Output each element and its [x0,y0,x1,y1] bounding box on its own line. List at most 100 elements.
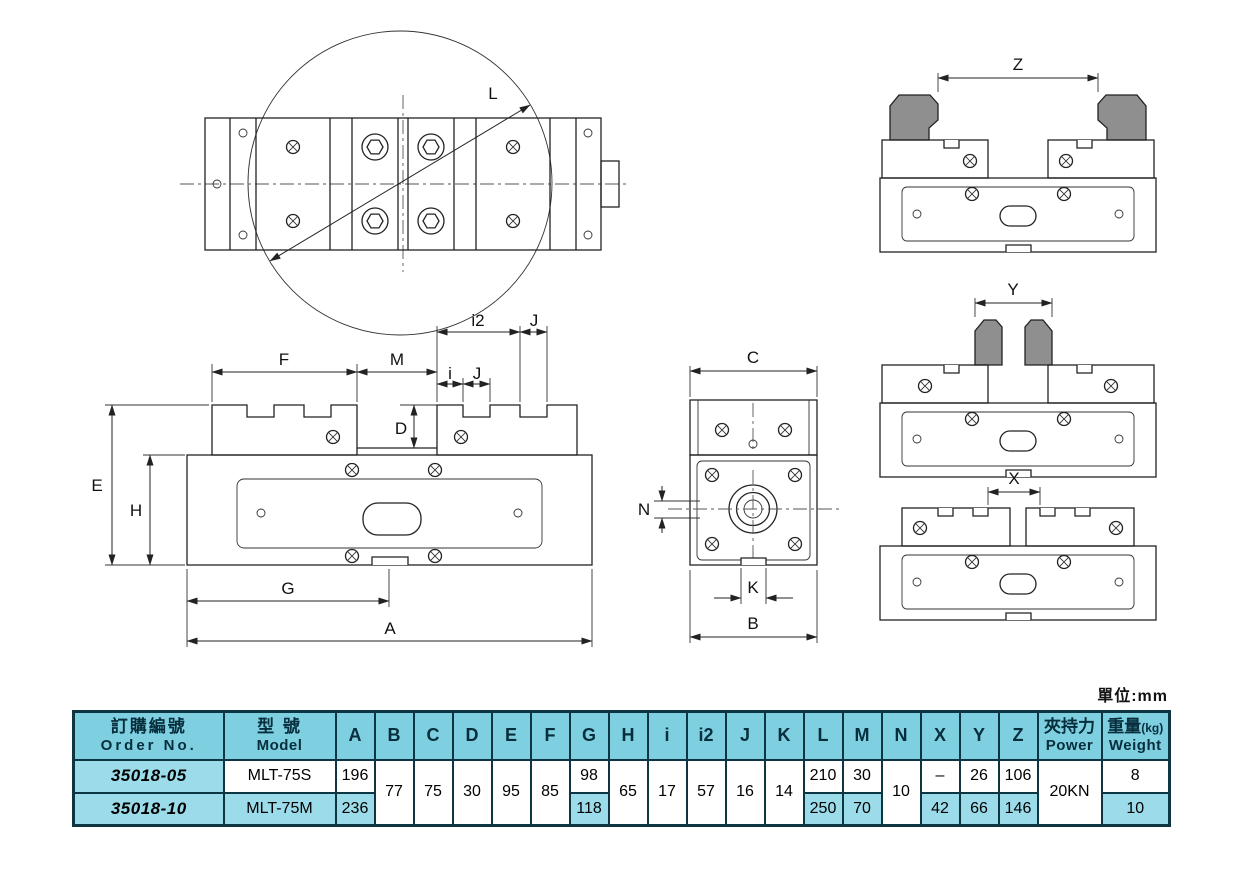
table-row-mlt-75m: 35018-10 MLT-75M 236 118 250 70 42 66 14… [72,791,1171,827]
header-row: 訂購編號 Order No. 型 號 Model A B C D E F G H… [72,710,1171,761]
cross-screw [704,536,720,552]
dim-label-k: K [747,578,759,597]
weight-cell: 10 [1100,791,1171,827]
spec-cell: 85 [529,758,571,827]
col-header-l: L [802,710,844,761]
cross-screw [964,186,980,202]
col-header-e: E [490,710,532,761]
base-pocket [901,411,1135,467]
side-view-closed-x: X [879,469,1157,621]
cross-screw [964,411,980,427]
base-pocket [901,554,1135,610]
cross-screw [453,429,469,445]
col-header-n: N [880,710,922,761]
small-hole [1114,434,1124,444]
cross-screw [1056,554,1072,570]
center-slot [999,573,1037,595]
spec-cell: 42 [919,791,961,827]
bottom-key-slot [371,556,409,565]
col-header-y: Y [958,710,1000,761]
model-cell: MLT-75M [222,791,337,827]
spec-cell: 106 [997,758,1039,794]
spec-cell: 146 [997,791,1039,827]
center-slot [362,502,422,536]
spindle-end [600,160,620,208]
small-hole [1114,577,1124,587]
spec-cell: 250 [802,791,844,827]
col-header-x: X [919,710,961,761]
base-pocket [901,186,1135,242]
small-hole [238,230,248,240]
spec-cell: 14 [763,758,805,827]
cross-screw [962,153,978,169]
spec-cell: – [919,758,961,794]
order-no-cell: 35018-10 [72,791,225,827]
technical-drawing: L [91,30,1157,647]
col-header-j: J [724,710,766,761]
gripper-jaw-right [1097,94,1147,141]
cross-screw [777,422,793,438]
dim-label-i2: i2 [471,311,484,330]
small-hole [1114,209,1124,219]
dim-label-f: F [279,350,289,369]
spec-cell: 95 [490,758,532,827]
cross-screw [1056,411,1072,427]
spec-cell: 118 [568,791,610,827]
cross-screw [1103,378,1119,394]
hex-socket-screw [361,133,389,161]
cross-screw [344,548,360,564]
gripper-jaw-left [889,94,939,141]
gripper-jaw-right [1024,319,1053,366]
cross-screw [505,139,521,155]
dim-label-m: M [390,350,404,369]
side-view-open-z: Z [879,55,1157,253]
small-hole [513,508,523,518]
spec-cell: 98 [568,758,610,794]
col-header-m: M [841,710,883,761]
hex-socket-screw [361,207,389,235]
col-header-d: D [451,710,493,761]
dim-label-j-inner: J [473,364,482,383]
model-cell: MLT-75S [222,758,337,794]
hex-socket-screw [417,133,445,161]
spec-cell: 77 [373,758,415,827]
small-hole [912,209,922,219]
table-row-mlt-75s: 35018-05 MLT-75S 196 77 75 30 95 85 98 6… [72,758,1171,827]
end-top-section [689,399,818,456]
bottom-key-slot [1005,612,1032,620]
col-header-i2: i2 [685,710,727,761]
dim-label-y: Y [1007,280,1018,299]
col-header-weight: 重量(kg) Weight [1100,710,1171,761]
dim-label-e: E [91,476,102,495]
small-hole [583,230,593,240]
cross-screw [427,548,443,564]
cross-screw [964,554,980,570]
small-hole [583,128,593,138]
dim-label-i: i [448,364,452,383]
cross-screw [505,213,521,229]
dim-label-x: X [1008,469,1019,488]
col-header-k: K [763,710,805,761]
cross-screw [1108,520,1124,536]
cross-screw [912,520,928,536]
col-header-f: F [529,710,571,761]
col-header-c: C [412,710,454,761]
weight-cell: 8 [1100,758,1171,794]
spec-cell: 30 [451,758,493,827]
spec-cell: 57 [685,758,727,827]
cross-screw [285,139,301,155]
swing-circle [247,30,553,336]
col-header-g: G [568,710,610,761]
spec-table: 訂購編號 Order No. 型 號 Model A B C D E F G H… [72,710,1171,827]
bottom-key-slot [1005,469,1032,477]
bottom-key-slot [740,557,767,565]
dim-label-n: N [638,500,650,519]
dim-label-b: B [747,614,758,633]
rotation-detail-view: L [180,30,628,336]
cross-screw [917,378,933,394]
cross-screw [1056,186,1072,202]
dim-label-d: D [395,419,407,438]
spec-cell: 16 [724,758,766,827]
spec-cell: 75 [412,758,454,827]
